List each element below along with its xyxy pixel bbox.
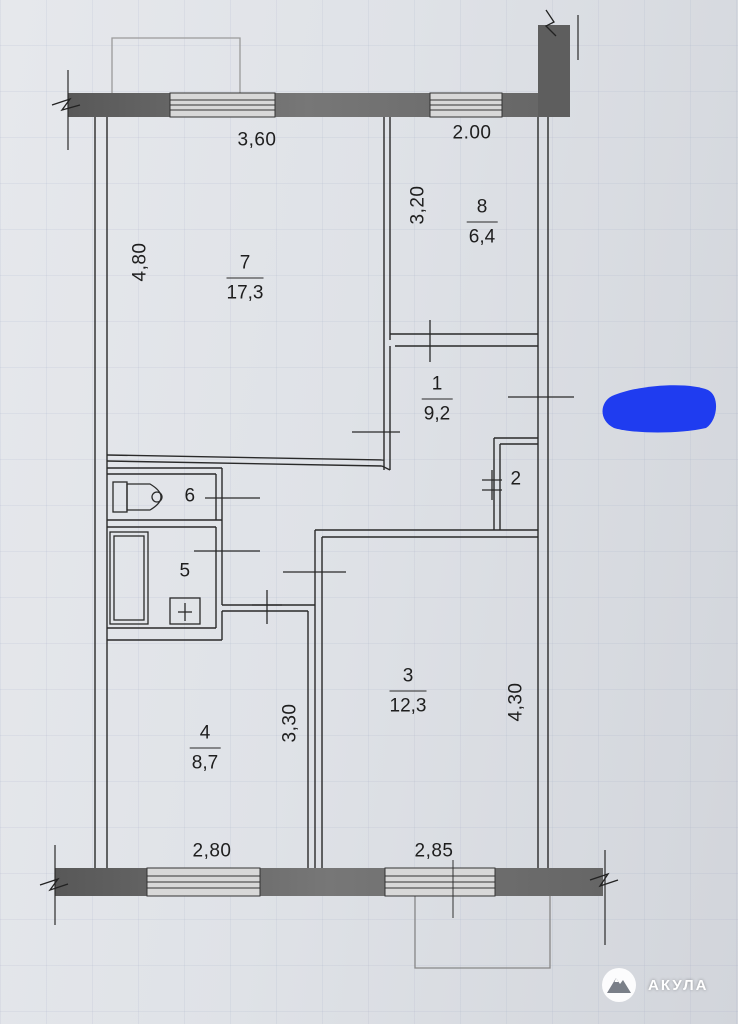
- room-3-width-dimension: 2,85: [414, 840, 454, 862]
- top-exterior-wall: [51, 9, 579, 150]
- bottom-balcony-outline: [414, 895, 551, 969]
- room-8-label: 8 6,4: [466, 198, 498, 247]
- logo-text: АКУЛА: [648, 976, 709, 994]
- watermark-logo: АКУЛА: [600, 965, 708, 1005]
- door-marks: [194, 320, 574, 624]
- room-7-width-dimension: 3,60: [237, 129, 277, 151]
- top-window-left: [169, 92, 276, 118]
- shark-fin-mountain-icon: [602, 968, 636, 1002]
- room-8-width-dimension: 2.00: [452, 122, 492, 144]
- room-6-label: 6: [184, 485, 196, 507]
- room-2-label: 2: [510, 468, 522, 490]
- room-3-label: 3 12,3: [389, 665, 427, 717]
- top-balcony-outline: [111, 37, 241, 95]
- bathtub-icon: [109, 531, 149, 625]
- room-1-label: 1 9,2: [421, 375, 453, 424]
- bottom-window-right: [384, 860, 496, 918]
- sink-icon: [169, 597, 201, 625]
- room-7-label: 7 17,3: [226, 252, 264, 304]
- room-5-label: 5: [179, 560, 191, 582]
- left-exterior-wall: [94, 117, 108, 868]
- room-4-width-dimension: 2,80: [192, 840, 232, 862]
- room-4-label: 4 8,7: [189, 724, 221, 773]
- interior-walls: [106, 117, 538, 868]
- top-window-right: [429, 92, 503, 118]
- toilet-icon: [112, 481, 163, 513]
- bottom-window-left: [146, 867, 261, 897]
- bottom-exterior-wall: [39, 845, 619, 945]
- right-exterior-wall: [537, 117, 549, 868]
